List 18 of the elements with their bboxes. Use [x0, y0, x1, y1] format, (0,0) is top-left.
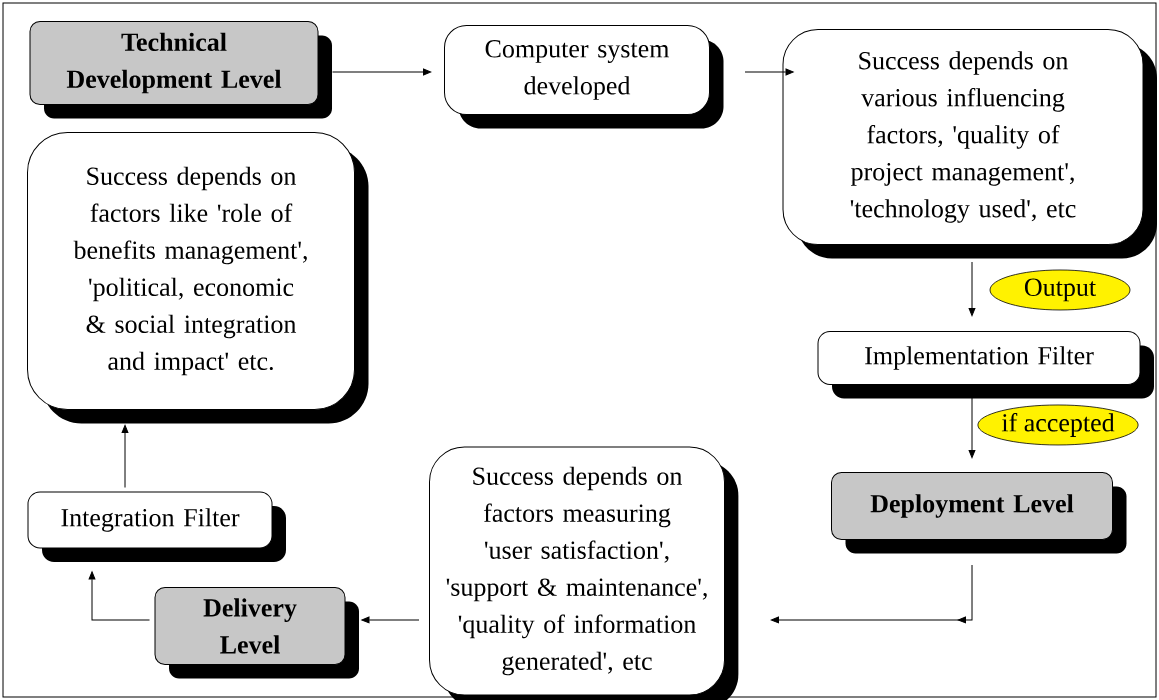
- text-box: Integration Filter: [27, 491, 286, 562]
- arrow: [770, 564, 973, 624]
- arrow: [968, 261, 976, 317]
- arrow: [121, 424, 129, 488]
- level-box: Deployment Level: [831, 472, 1127, 554]
- edge-label: Output: [989, 269, 1131, 311]
- arrow: [744, 68, 794, 76]
- arrow: [88, 571, 150, 621]
- text-box: Computer system developed: [444, 25, 724, 129]
- text-box: Success depends on factors like 'role of benefits management', 'political, economic & social integration and impact' etc.: [27, 132, 369, 424]
- text-box: Success depends on various influencing factors, 'quality of project management', 'technology used', etc: [782, 29, 1157, 259]
- text-box: Implementation Filter: [817, 331, 1154, 399]
- level-box: Technical Development Level: [29, 21, 332, 119]
- level-box: Delivery Level: [154, 587, 359, 679]
- text-box: Success depends on factors measuring 'user satisfaction', 'support & maintenance', 'quality of information generated', etc: [429, 446, 739, 700]
- edge-label: if accepted: [977, 404, 1139, 446]
- arrow: [361, 616, 420, 624]
- arrow: [332, 68, 432, 76]
